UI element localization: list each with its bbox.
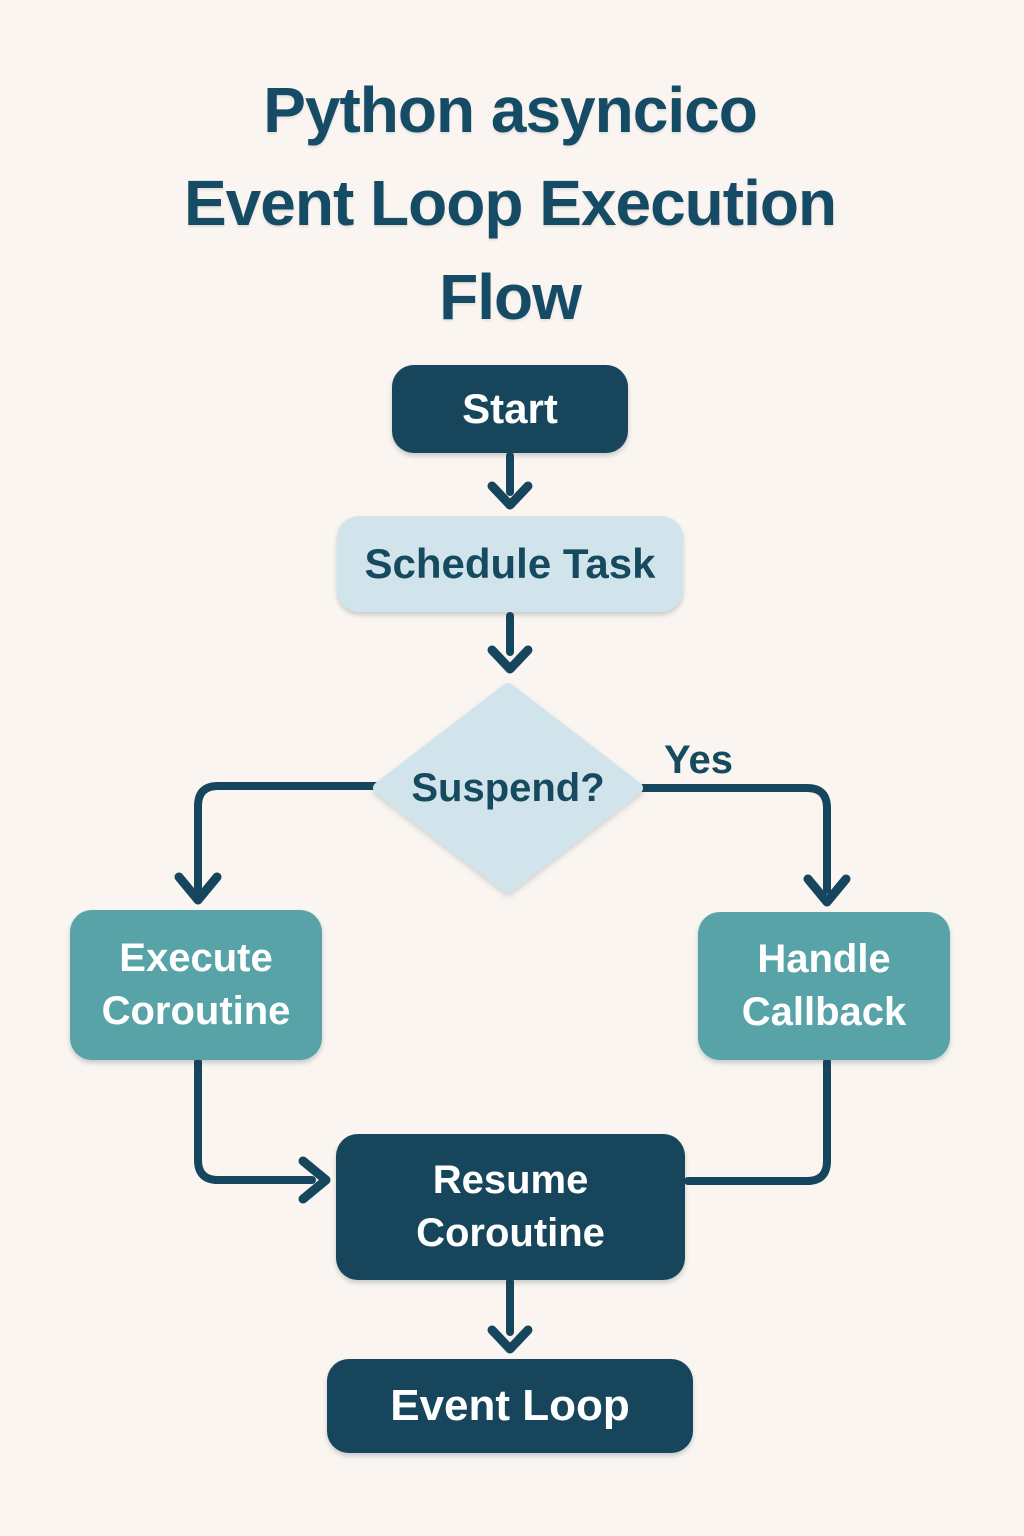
edge-handle-resume — [684, 1058, 831, 1185]
edge-suspend-handle — [636, 784, 831, 894]
arrowhead-suspend-execute — [174, 872, 222, 905]
arrowhead-suspend-handle — [803, 874, 851, 907]
arrowhead-resume-event — [487, 1325, 533, 1354]
edge-suspend-execute — [194, 782, 380, 894]
node-event-loop: Event Loop — [327, 1359, 693, 1453]
diamond-shape — [373, 683, 643, 893]
node-execute-coroutine: Execute Coroutine — [70, 910, 322, 1060]
title-line-1: Python asyncico — [263, 74, 758, 146]
node-schedule-task: Schedule Task — [337, 516, 683, 612]
arrowhead-execute-resume — [298, 1156, 331, 1204]
node-handle-callback-label: Handle Callback — [741, 937, 907, 1034]
node-handle-callback: Handle Callback — [698, 912, 950, 1060]
node-suspend-decision: Suspend? — [373, 683, 643, 893]
node-event-loop-label: Event Loop — [390, 1381, 630, 1430]
node-schedule-task-label: Schedule Task — [364, 540, 656, 587]
edge-label-yes: Yes — [664, 738, 733, 782]
page-title: Python asyncico Event Loop Execution Flo… — [0, 64, 1020, 344]
arrowhead-schedule-suspend — [487, 645, 533, 674]
node-start-label: Start — [462, 385, 558, 432]
node-execute-coroutine-label: Execute Coroutine — [101, 936, 291, 1033]
node-resume-coroutine-label: Resume Coroutine — [416, 1158, 605, 1255]
arrowhead-start-schedule — [487, 481, 533, 510]
node-resume-coroutine: Resume Coroutine — [336, 1134, 685, 1280]
edge-execute-resume — [194, 1058, 316, 1184]
title-line-2: Event Loop Execution — [183, 167, 837, 240]
node-suspend-label: Suspend? — [411, 765, 605, 810]
title-line-3: Flow — [439, 260, 582, 333]
node-start: Start — [392, 365, 628, 453]
